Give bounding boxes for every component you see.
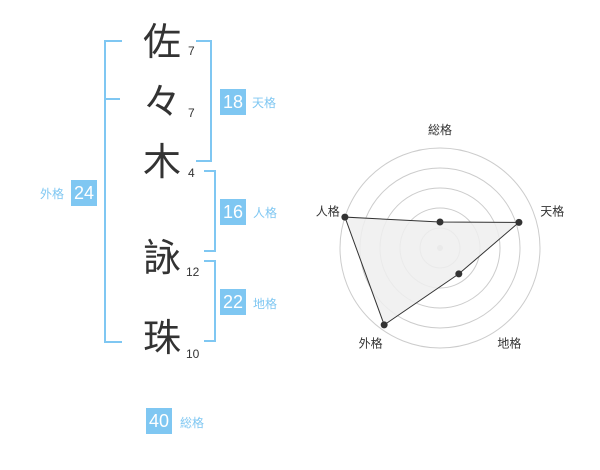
soukaku-label: 総格 (180, 416, 205, 430)
radar-axis-label: 地格 (497, 336, 521, 351)
tenkaku-label: 天格 (252, 96, 277, 110)
radar-area (344, 216, 521, 326)
radar-axis-label: 天格 (540, 204, 564, 219)
stroke-count-5: 10 (186, 347, 200, 361)
radar-point (515, 218, 523, 226)
radar-point (436, 218, 444, 226)
name-char-3: 木 (142, 140, 181, 184)
jinkaku-label: 人格 (253, 206, 278, 220)
jinkaku-score: 16 (220, 199, 247, 225)
radar-point (341, 213, 349, 221)
radar-grid-ring (339, 147, 541, 349)
chikaku-score: 22 (220, 289, 247, 315)
name-char-5: 珠 (142, 316, 181, 360)
gaikaku-bracket (104, 40, 122, 343)
gaikaku-score: 24 (71, 180, 98, 206)
radar-axis-label: 総格 (428, 122, 452, 137)
tenkaku-bracket (196, 40, 212, 162)
jinkaku-bracket (204, 170, 216, 252)
radar-point (455, 270, 463, 278)
gaikaku-bracket-tick (104, 98, 120, 100)
radar-axis-label: 外格 (359, 336, 383, 351)
radar-axis-label: 人格 (316, 204, 340, 219)
gaikaku-label: 外格 (40, 187, 65, 201)
name-char-2: 々 (142, 80, 181, 124)
stroke-count-3: 4 (188, 166, 195, 180)
stroke-count-1: 7 (188, 44, 195, 58)
name-char-1: 佐 (142, 20, 181, 64)
chikaku-bracket (204, 260, 216, 342)
name-char-4: 詠 (142, 236, 181, 280)
chikaku-label: 地格 (253, 297, 278, 311)
radar-point (380, 321, 388, 329)
stroke-count-4: 12 (186, 265, 200, 279)
soukaku-score: 40 (146, 408, 173, 434)
tenkaku-score: 18 (220, 89, 247, 115)
stroke-count-2: 7 (188, 106, 195, 120)
